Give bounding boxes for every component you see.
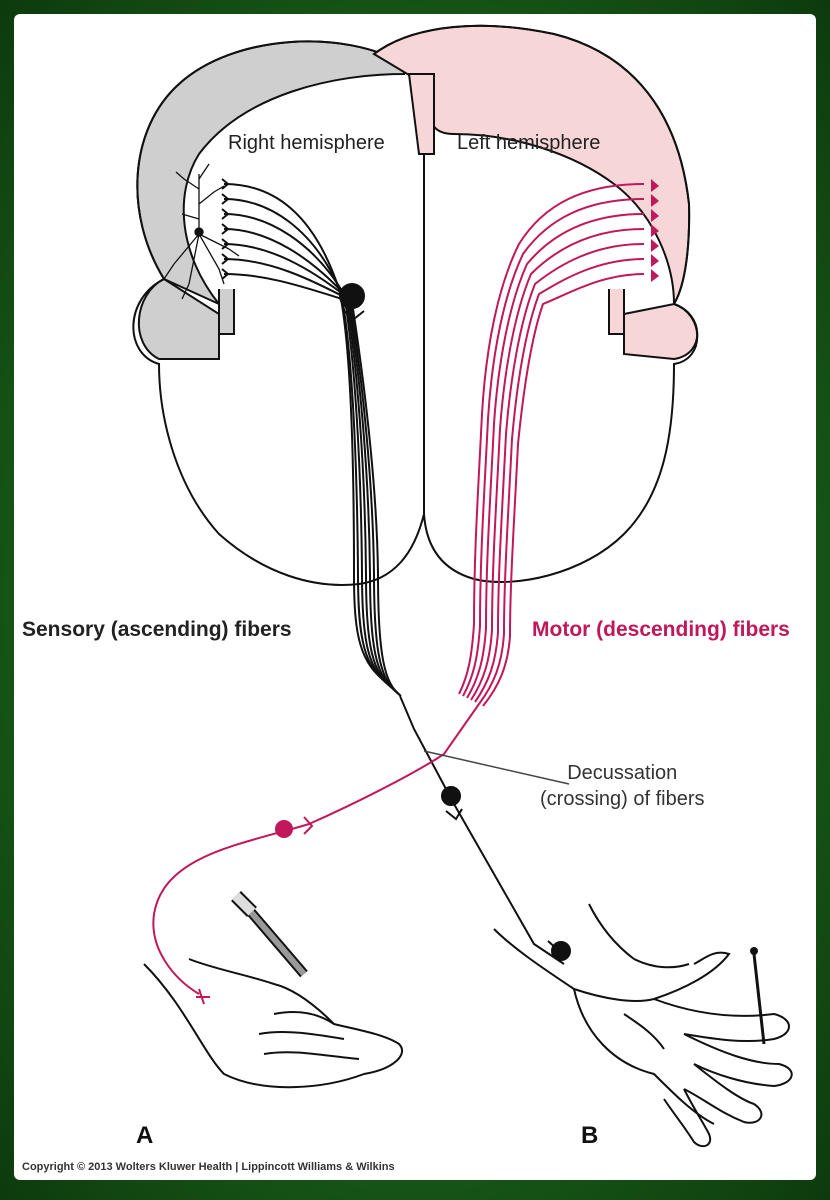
motor-fibers-label: Motor (descending) fibers: [532, 618, 790, 641]
right-hemisphere-label: Right hemisphere: [228, 132, 385, 154]
left-hemisphere: [372, 24, 699, 583]
decussation-pointer: [423, 750, 570, 785]
pyramidal-neuron-icon: [163, 163, 240, 300]
right-hemisphere: [132, 40, 425, 586]
figure-panel: Right hemisphere Left hemisphere Sensory…: [14, 14, 816, 1180]
panel-a-label: A: [136, 1122, 154, 1149]
left-hemisphere-label: Left hemisphere: [457, 132, 601, 154]
sensory-fibers-label: Sensory (ascending) fibers: [22, 618, 292, 641]
hand-holding-pen-icon: [143, 891, 404, 1089]
motor-fibers: [152, 183, 645, 1005]
decussation-line-2: (crossing) of fibers: [540, 788, 705, 810]
pen: [231, 891, 308, 978]
motor-terminals: [651, 179, 659, 282]
decussation-line-1: Decussation: [567, 762, 678, 784]
panel-b-label: B: [581, 1122, 599, 1149]
open-hand-pin-icon: [493, 903, 793, 1148]
copyright-notice: Copyright © 2013 Wolters Kluwer Health |…: [22, 1161, 395, 1173]
sensory-fibers: [221, 178, 571, 965]
brain-pathway-diagram: [132, 24, 793, 1148]
decussation-label: Decussation (crossing) of fibers: [540, 760, 705, 812]
